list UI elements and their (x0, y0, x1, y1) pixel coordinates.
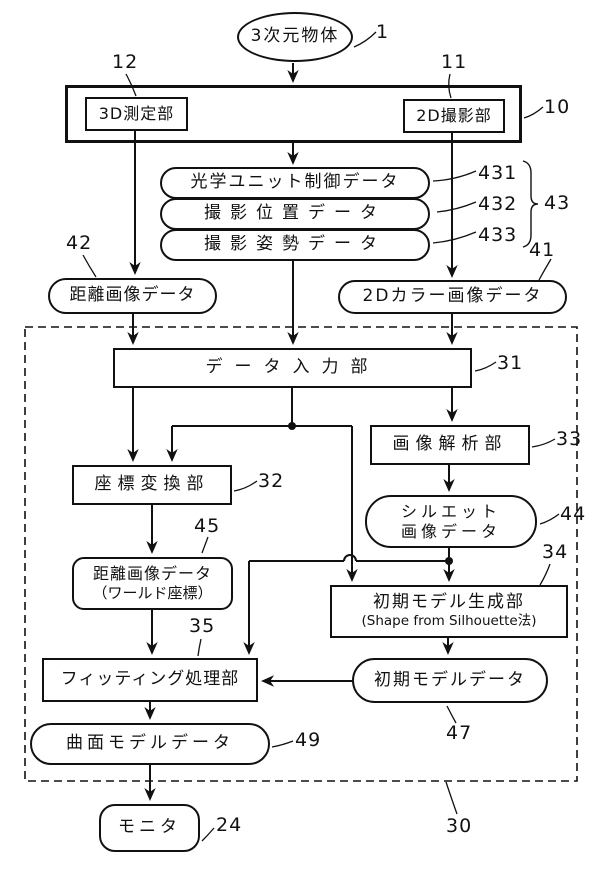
node-fitting-processor: フィッティング処理部 (42, 658, 258, 702)
leader-lines (82, 31, 560, 842)
node-image-analysis: 画像解析部 (370, 425, 530, 465)
node-silhouette-image-data-line1: シルエット (400, 501, 501, 521)
ref-30: 30 (446, 815, 473, 837)
ref-433: 433 (478, 224, 518, 246)
ref-34: 34 (542, 541, 569, 563)
brace-43 (522, 160, 539, 248)
ref-10: 10 (544, 96, 571, 118)
node-2d-capture: 2D撮影部 (403, 99, 505, 133)
ref-1: 1 (376, 21, 390, 43)
node-initial-model-data: 初期モデルデータ (352, 658, 548, 703)
ref-41: 41 (529, 239, 556, 261)
ref-43: 43 (544, 192, 571, 214)
ref-31: 31 (497, 352, 524, 374)
ref-44: 44 (560, 503, 587, 525)
node-initial-model-generation-line2: (Shape from Silhouette法) (361, 613, 537, 630)
ref-432: 432 (478, 193, 518, 215)
ref-33: 33 (556, 428, 583, 450)
ref-47: 47 (446, 722, 473, 744)
node-3d-object: 3次元物体 (237, 12, 353, 62)
node-optical-unit-control-data-label: 光学ユニット制御データ (190, 172, 400, 193)
system-boundary-box (24, 326, 578, 782)
node-silhouette-image-data: シルエット 画像データ (365, 495, 537, 548)
node-monitor: モニタ (99, 804, 200, 852)
line-hop (343, 554, 357, 562)
ref-12: 12 (112, 51, 139, 73)
node-monitor-label: モニタ (118, 817, 181, 838)
ref-32: 32 (258, 470, 285, 492)
ref-11: 11 (441, 51, 468, 73)
node-coordinate-conversion: 座標変換部 (72, 465, 232, 505)
node-initial-model-generation-line1: 初期モデル生成部 (373, 592, 525, 613)
node-unit-10 (65, 85, 522, 143)
node-coordinate-conversion-label: 座標変換部 (94, 474, 210, 495)
node-surface-model-data-label: 曲面モデルデータ (66, 733, 234, 754)
node-silhouette-image-data-line2: 画像データ (400, 521, 501, 541)
node-3d-measure-label: 3D測定部 (98, 104, 175, 123)
ref-431: 431 (478, 162, 518, 184)
flow-arrows (127, 63, 458, 801)
node-2d-capture-label: 2D撮影部 (416, 106, 492, 125)
ref-24: 24 (216, 814, 243, 836)
ref-35: 35 (189, 615, 216, 637)
node-range-image-world: 距離画像データ （ワールド座標） (72, 557, 233, 610)
node-range-image-data: 距離画像データ (48, 278, 217, 314)
node-initial-model-data-label: 初期モデルデータ (374, 669, 526, 690)
node-shooting-posture-data-label: 撮影姿勢データ (204, 234, 386, 255)
node-2d-color-image-data: 2Dカラー画像データ (338, 280, 567, 314)
node-surface-model-data: 曲面モデルデータ (30, 723, 270, 765)
node-3d-measure: 3D測定部 (85, 97, 188, 131)
node-shooting-position-data: 撮影位置データ (160, 198, 430, 230)
ref-49: 49 (295, 729, 322, 751)
node-2d-color-image-data-label: 2Dカラー画像データ (362, 286, 543, 307)
ref-45: 45 (194, 515, 221, 537)
node-optical-unit-control-data: 光学ユニット制御データ (160, 167, 430, 199)
node-data-input-label: データ入力部 (205, 357, 380, 378)
node-shooting-posture-data: 撮影姿勢データ (160, 229, 430, 261)
junction-dots (288, 422, 453, 565)
node-fitting-processor-label: フィッティング処理部 (60, 669, 240, 690)
node-data-input: データ入力部 (113, 348, 472, 388)
node-range-image-world-line1: 距離画像データ (92, 563, 212, 583)
node-initial-model-generation: 初期モデル生成部 (Shape from Silhouette法) (330, 585, 568, 638)
ref-42: 42 (66, 232, 93, 254)
node-image-analysis-label: 画像解析部 (392, 434, 508, 455)
node-3d-object-label: 3次元物体 (250, 26, 340, 47)
node-range-image-world-line2: （ワールド座標） (92, 583, 213, 602)
node-shooting-position-data-label: 撮影位置データ (204, 203, 386, 224)
node-range-image-data-label: 距離画像データ (69, 285, 196, 306)
